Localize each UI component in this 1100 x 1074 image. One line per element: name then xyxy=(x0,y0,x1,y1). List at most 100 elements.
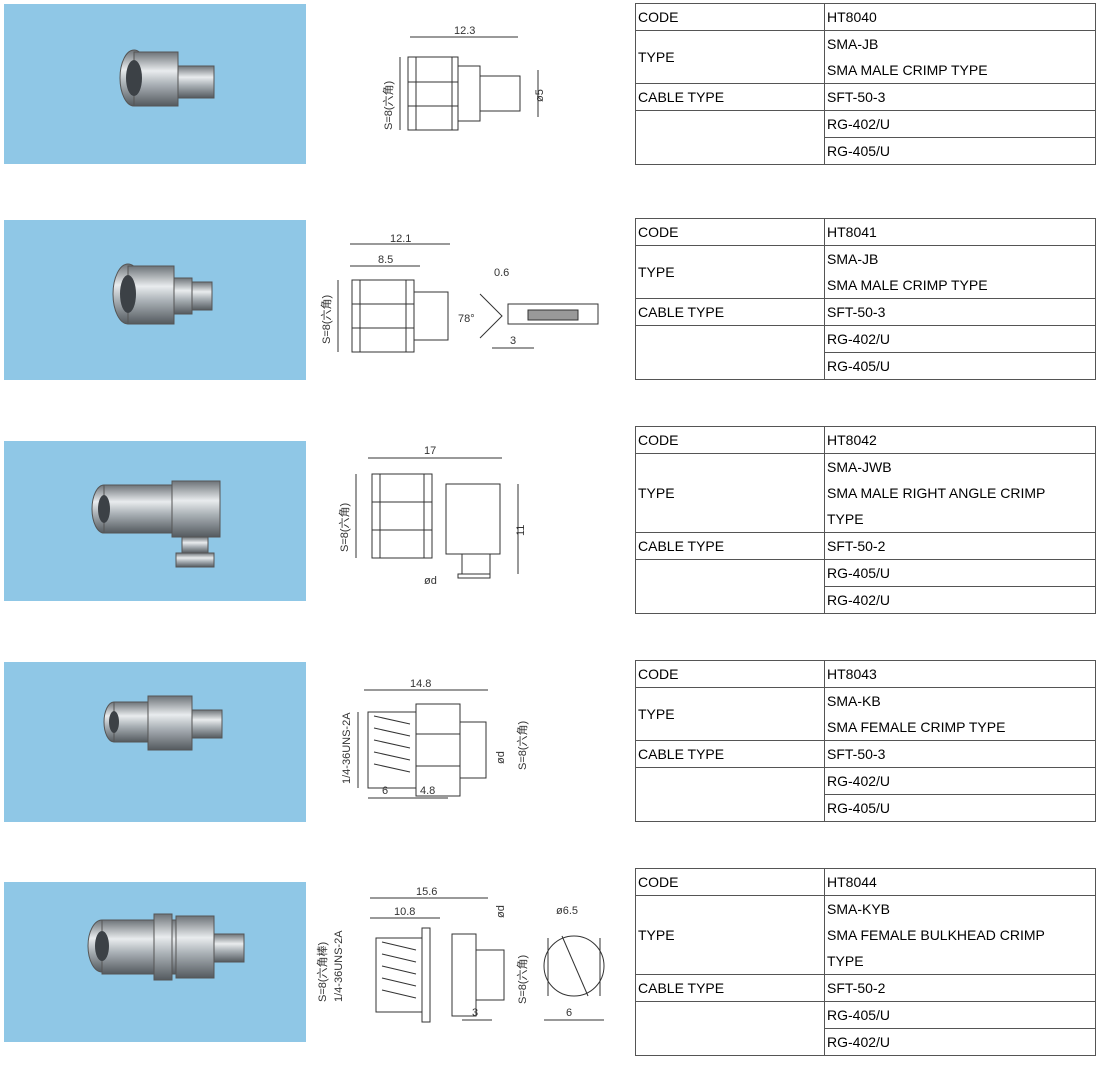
type-label: TYPE xyxy=(635,687,825,741)
connector-photo-ht8043 xyxy=(4,662,306,822)
code-value: HT8040 xyxy=(824,3,1096,31)
dim-length: 15.6 xyxy=(416,886,437,898)
connector-photo-ht8041 xyxy=(4,220,306,380)
dimension-drawing-ht8041: 12.1 8.5 S=8(六角) 0.6 78° 3 xyxy=(312,232,627,402)
dim-a: 6 xyxy=(382,785,388,797)
dim-hex: S=8(六角) xyxy=(382,81,395,130)
code-value: HT8044 xyxy=(824,868,1096,896)
dim-hex-bar: S=8(六角棒) xyxy=(315,942,329,1002)
sma-female-crimp-icon xyxy=(103,695,223,751)
code-label: CODE xyxy=(635,868,825,896)
code-value: HT8041 xyxy=(824,218,1096,246)
dim-diameter: ø5 xyxy=(534,89,546,102)
connector-photo-ht8042 xyxy=(4,441,306,601)
dimension-drawing-ht8044: 15.6 10.8 S=8(六角棒) 1/4-36UNS-2A ød S=8(六… xyxy=(312,884,627,1054)
dim-height: 11 xyxy=(515,525,527,536)
dim-panel-diameter: ø6.5 xyxy=(556,905,578,917)
type-line: SMA-JWB xyxy=(827,459,892,475)
cable-value: RG-405/U xyxy=(824,137,1096,165)
cable-type-label: CABLE TYPE xyxy=(635,740,825,768)
type-line: SMA-KB xyxy=(827,693,881,709)
type-label: TYPE xyxy=(635,30,825,84)
dim-thread: 1/4-36UNS-2A xyxy=(341,712,353,784)
dim-angle: 78° xyxy=(458,313,475,325)
cable-value: SFT-50-2 xyxy=(824,974,1096,1002)
type-line: SMA-KYB xyxy=(827,901,891,917)
dim-thread: 1/4-36UNS-2A xyxy=(333,930,345,1002)
cable-value: SFT-50-3 xyxy=(824,740,1096,768)
dim-c: 3 xyxy=(472,1007,478,1019)
type-line: TYPE xyxy=(827,953,864,969)
code-value: HT8042 xyxy=(824,426,1096,454)
cable-value: RG-405/U xyxy=(824,1001,1096,1029)
code-label: CODE xyxy=(635,218,825,246)
cable-value: SFT-50-3 xyxy=(824,298,1096,326)
dim-hex: S=8(六角) xyxy=(516,721,529,770)
dim-panel-width: 6 xyxy=(566,1007,572,1019)
cable-type-label: CABLE TYPE xyxy=(635,83,825,111)
cable-value: RG-405/U xyxy=(824,794,1096,822)
sma-bulkhead-icon xyxy=(87,913,245,981)
type-line: SMA MALE RIGHT ANGLE CRIMP xyxy=(827,485,1046,501)
cable-value: RG-402/U xyxy=(824,1028,1096,1056)
dimension-drawing-ht8043: 14.8 1/4-36UNS-2A ød S=8(六角) 6 4.8 xyxy=(312,676,627,846)
dim-diameter: ød xyxy=(495,905,507,918)
dim-hex: S=8(六角) xyxy=(338,503,351,552)
cable-value: SFT-50-2 xyxy=(824,532,1096,560)
cable-value: RG-402/U xyxy=(824,110,1096,138)
dim-hex: S=8(六角) xyxy=(516,955,529,1004)
dim-length: 14.8 xyxy=(410,678,431,690)
type-line: SMA MALE CRIMP TYPE xyxy=(827,277,988,293)
code-value: HT8043 xyxy=(824,660,1096,688)
type-line: SMA MALE CRIMP TYPE xyxy=(827,62,988,78)
cable-value: RG-405/U xyxy=(824,559,1096,587)
type-label: TYPE xyxy=(635,245,825,299)
code-label: CODE xyxy=(635,660,825,688)
type-label: TYPE xyxy=(635,453,825,533)
type-line: SMA-JB xyxy=(827,36,879,52)
dim-length2: 8.5 xyxy=(378,254,393,266)
cable-value: RG-402/U xyxy=(824,325,1096,353)
sma-male-crimp-icon xyxy=(112,263,213,325)
type-line: SMA FEMALE CRIMP TYPE xyxy=(827,719,1006,735)
cable-value: RG-402/U xyxy=(824,586,1096,614)
cable-empty-cell xyxy=(635,110,825,165)
connector-photo-ht8044 xyxy=(4,882,306,1042)
dim-b: 4.8 xyxy=(420,785,435,797)
cable-type-label: CABLE TYPE xyxy=(635,298,825,326)
cable-empty-cell xyxy=(635,559,825,614)
code-label: CODE xyxy=(635,426,825,454)
dim-length: 17 xyxy=(424,445,436,457)
cable-value: SFT-50-3 xyxy=(824,83,1096,111)
dim-diameter: ød xyxy=(424,575,437,587)
sma-right-angle-icon xyxy=(91,480,221,568)
type-line: TYPE xyxy=(827,511,864,527)
connector-photo-ht8040 xyxy=(4,4,306,164)
dim-diameter: ød xyxy=(495,751,507,764)
dim-gap: 0.6 xyxy=(494,267,509,279)
dimension-drawing-ht8040: 12.3 ø5 S=8(六角) xyxy=(312,22,627,192)
dim-length2: 10.8 xyxy=(394,906,415,918)
dim-strip: 3 xyxy=(510,335,516,347)
cable-type-label: CABLE TYPE xyxy=(635,974,825,1002)
dim-hex: S=8(六角) xyxy=(320,295,333,344)
sma-male-crimp-icon xyxy=(119,49,215,107)
cable-value: RG-405/U xyxy=(824,352,1096,380)
type-line: SMA FEMALE BULKHEAD CRIMP xyxy=(827,927,1045,943)
cable-value: RG-402/U xyxy=(824,767,1096,795)
dimension-drawing-ht8042: 17 11 S=8(六角) ød xyxy=(312,440,627,610)
cable-empty-cell xyxy=(635,325,825,380)
type-label: TYPE xyxy=(635,895,825,975)
dim-length: 12.3 xyxy=(454,25,475,37)
cable-empty-cell xyxy=(635,1001,825,1056)
type-line: SMA-JB xyxy=(827,251,879,267)
cable-type-label: CABLE TYPE xyxy=(635,532,825,560)
dim-length: 12.1 xyxy=(390,233,411,245)
code-label: CODE xyxy=(635,3,825,31)
cable-empty-cell xyxy=(635,767,825,822)
